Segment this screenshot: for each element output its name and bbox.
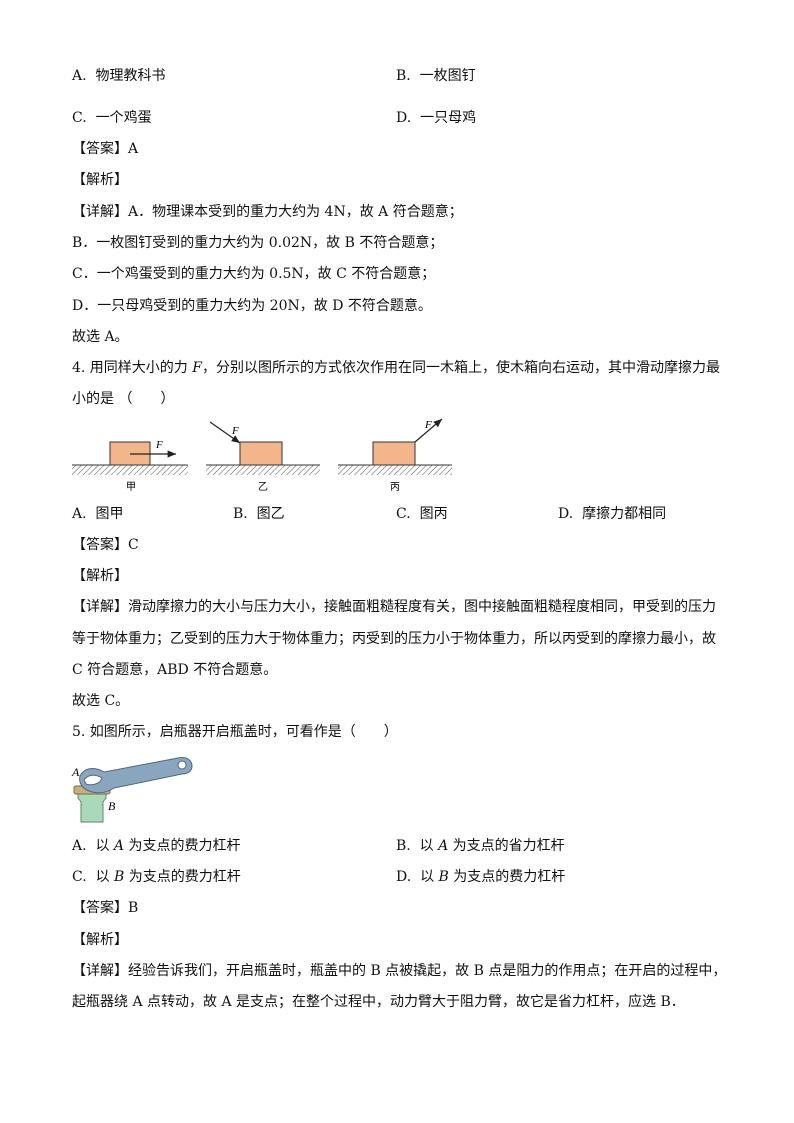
force-label: F	[155, 439, 163, 451]
ground-hatch	[206, 465, 320, 475]
q3-option-d: D. 一只母鸡	[396, 110, 477, 126]
q3-option-a: A. 物理教科书	[72, 68, 166, 84]
q4-detail-line-3: C 符合题意，ABD 不符合题意。	[72, 662, 278, 678]
force-arrow	[209, 421, 241, 444]
q5-option-d: D. 以 B 为支点的费力杠杆	[396, 869, 566, 885]
q5-detail-line-2: 起瓶器绕 A 点转动，故 A 是支点；在整个过程中，动力臂大于阻力臂，故它是省力…	[72, 994, 685, 1010]
opener-handle	[79, 757, 193, 794]
q4-analysis-tag: 【解析】	[72, 568, 128, 584]
q5-option-b: B. 以 A 为支点的省力杠杆	[396, 838, 565, 854]
force-arrow	[414, 418, 443, 443]
q5-option-a: A. 以 A 为支点的费力杠杆	[72, 838, 241, 854]
caption-yi: 乙	[258, 481, 268, 493]
q3-option-c: C. 一个鸡蛋	[72, 110, 152, 126]
q3-detail-line-3: C．一个鸡蛋受到的重力大约为 0.5N，故 C 不符合题意；	[72, 266, 436, 282]
label-a: A	[71, 765, 80, 779]
q5-option-c: C. 以 B 为支点的费力杠杆	[72, 869, 241, 885]
q4-detail-line-1: 【详解】滑动摩擦力的大小与压力大小，接触面粗糙程度有关，图中接触面粗糙程度相同，…	[72, 599, 716, 615]
label-b: B	[108, 799, 116, 813]
caption-bing: 丙	[390, 482, 400, 493]
q3-detail-line-4: D．一只母鸡受到的重力大约为 20N，故 D 不符合题意。	[72, 298, 432, 314]
figure-bing: F 丙	[338, 418, 452, 493]
figure-jia: F 甲	[72, 439, 188, 493]
q4-option-c: C. 图丙	[396, 506, 448, 522]
ground-hatch	[338, 465, 452, 475]
wooden-box	[372, 441, 416, 466]
q4-answer: 【答案】C	[72, 537, 139, 553]
q4-stem-line-1: 4. 用同样大小的力 F，分别以图所示的方式依次作用在同一木箱上，使木箱向右运动…	[72, 360, 720, 376]
bottle-opener-figure: A B	[71, 757, 193, 823]
q5-detail-line-1: 【详解】经验告诉我们，开启瓶盖时，瓶盖中的 B 点被撬起，故 B 点是阻力的作用…	[72, 963, 727, 979]
caption-jia: 甲	[126, 482, 136, 493]
q5-answer: 【答案】B	[72, 900, 139, 916]
q4-option-a: A. 图甲	[72, 506, 124, 522]
q3-detail-line-2: B．一枚图钉受到的重力大约为 0.02N，故 B 不符合题意；	[72, 235, 444, 251]
wooden-box	[239, 441, 283, 466]
q4-conclusion: 故选 C。	[72, 693, 130, 709]
q4-stem-line-2: 小的是 （ ）	[72, 391, 175, 407]
bottle-neck	[77, 791, 107, 823]
q5-analysis-tag: 【解析】	[72, 932, 128, 948]
opener-hole	[177, 760, 187, 770]
q4-option-d: D. 摩擦力都相同	[558, 506, 667, 522]
q4-option-b: B. 图乙	[233, 506, 285, 522]
q4-figure: F 甲 F 乙 F 丙	[72, 418, 452, 493]
force-label: F	[424, 419, 432, 431]
q4-detail-line-2: 等于物体重力；乙受到的压力大于物体重力；丙受到的压力小于物体重力，所以丙受到的摩…	[72, 631, 716, 647]
answer-tag: 【答案】	[72, 141, 128, 157]
q3-analysis-tag: 【解析】	[72, 172, 128, 188]
q3-option-b: B. 一枚图钉	[396, 68, 476, 84]
figure-yi: F 乙	[206, 421, 320, 493]
q3-detail-line-1: 【详解】A．物理课本受到的重力大约为 4N，故 A 符合题意；	[72, 204, 463, 220]
ground-hatch	[72, 465, 188, 475]
force-label: F	[231, 425, 239, 437]
opener-mouth	[83, 774, 103, 786]
q3-conclusion: 故选 A。	[72, 329, 129, 345]
q3-answer: 【答案】A	[72, 141, 139, 157]
q5-stem: 5. 如图所示，启瓶器开启瓶盖时，可看作是（ ）	[72, 724, 398, 740]
